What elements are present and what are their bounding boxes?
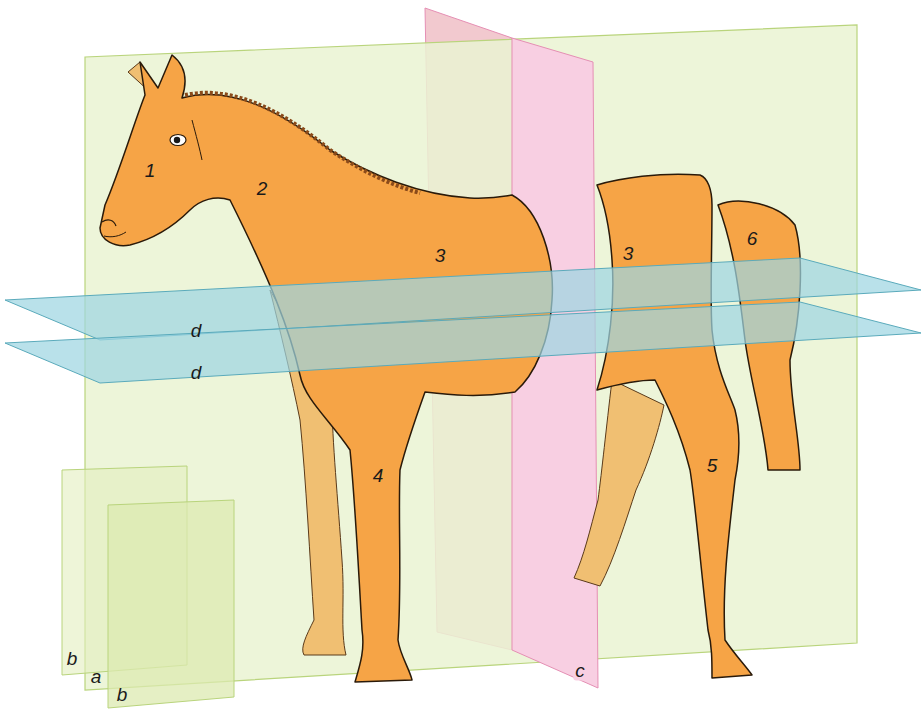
region-number: 1 [143,160,158,181]
far-hindleg [574,380,664,586]
plane-letter: a [89,666,104,687]
plane-letter: b [115,684,130,705]
horse-hindquarters [597,174,752,678]
region-number: 3 [433,245,448,266]
region-number: 2 [255,178,270,199]
horizontal-plane [5,302,921,383]
region-number: 4 [371,465,386,486]
mane [185,93,420,193]
plane-letter: d [189,320,204,341]
cheek-line [192,120,202,160]
plane-letter: b [65,648,80,669]
plane-letter: d [189,362,204,383]
region-number: 5 [705,455,720,476]
nostril [102,220,116,226]
region-number: 6 [745,228,760,249]
eye [170,135,186,146]
pupil [174,137,180,143]
sagittal-plane [108,500,234,708]
mouth [104,232,126,237]
plane-letter: c [573,660,587,681]
region-number: 3 [621,243,636,264]
